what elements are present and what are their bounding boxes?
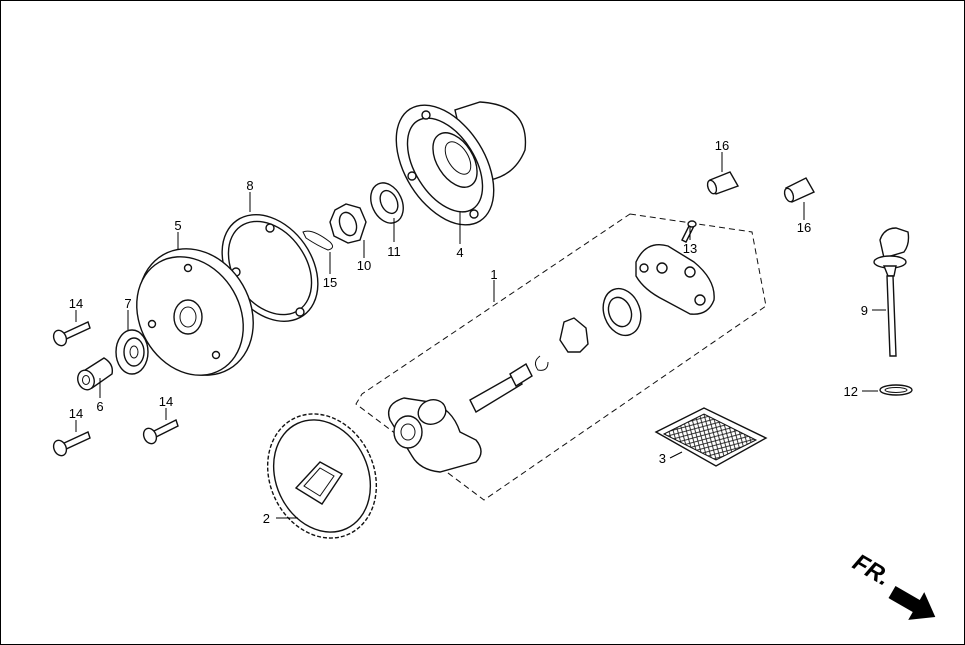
dowel-pin-right[interactable]: [783, 177, 815, 203]
label-part-11: 11: [387, 244, 401, 259]
lock-nut[interactable]: [329, 203, 367, 244]
pump-screw[interactable]: [681, 220, 697, 243]
screw-middle[interactable]: [141, 419, 179, 446]
label-part-16-right: 16: [797, 220, 811, 235]
label-part-14-lower: 14: [69, 406, 83, 421]
dowel-pin-left[interactable]: [706, 171, 740, 195]
front-direction-label: FR.: [848, 549, 895, 592]
front-direction-indicator: [888, 585, 936, 620]
pump-end-plate[interactable]: [635, 244, 715, 315]
pump-housing[interactable]: [376, 88, 527, 242]
label-part-6: 6: [96, 399, 103, 414]
inner-rotor[interactable]: [559, 317, 589, 353]
dowel-collar[interactable]: [75, 357, 114, 392]
label-part-2: 2: [263, 511, 270, 526]
leader-lines: [75, 152, 886, 519]
screw-upper[interactable]: [51, 321, 91, 348]
oil-seal[interactable]: [365, 178, 410, 229]
retaining-clip[interactable]: [302, 230, 334, 251]
screw-lower[interactable]: [51, 431, 91, 458]
label-part-14-upper: 14: [69, 296, 83, 311]
label-part-5: 5: [174, 218, 181, 233]
label-part-1: 1: [490, 267, 497, 282]
outer-rotor[interactable]: [597, 283, 647, 340]
label-part-14-middle: 14: [159, 394, 173, 409]
label-part-8: 8: [246, 178, 253, 193]
oil-dipstick[interactable]: [873, 227, 910, 357]
driven-gear[interactable]: [248, 396, 396, 556]
pump-cover[interactable]: [116, 228, 276, 396]
o-ring[interactable]: [879, 384, 913, 396]
label-part-4: 4: [456, 245, 463, 260]
pump-body[interactable]: [387, 396, 482, 473]
part-labels: 1 2 3 4 5 6 7 8 9 10 11 12 13 14 14 14 1…: [69, 138, 868, 526]
assembly-outline: [355, 213, 767, 501]
label-part-9: 9: [861, 303, 868, 318]
label-part-12: 12: [844, 384, 858, 399]
pump-shaft[interactable]: [469, 362, 533, 413]
label-part-13: 13: [683, 241, 697, 256]
label-part-3: 3: [659, 451, 666, 466]
label-part-10: 10: [357, 258, 371, 273]
label-part-16-left: 16: [715, 138, 729, 153]
pump-plate[interactable]: [115, 329, 149, 375]
label-part-7: 7: [124, 296, 131, 311]
arrow-right-icon: [888, 585, 936, 620]
label-part-15: 15: [323, 275, 337, 290]
circlip[interactable]: [534, 355, 549, 371]
oil-strainer[interactable]: [654, 407, 768, 467]
